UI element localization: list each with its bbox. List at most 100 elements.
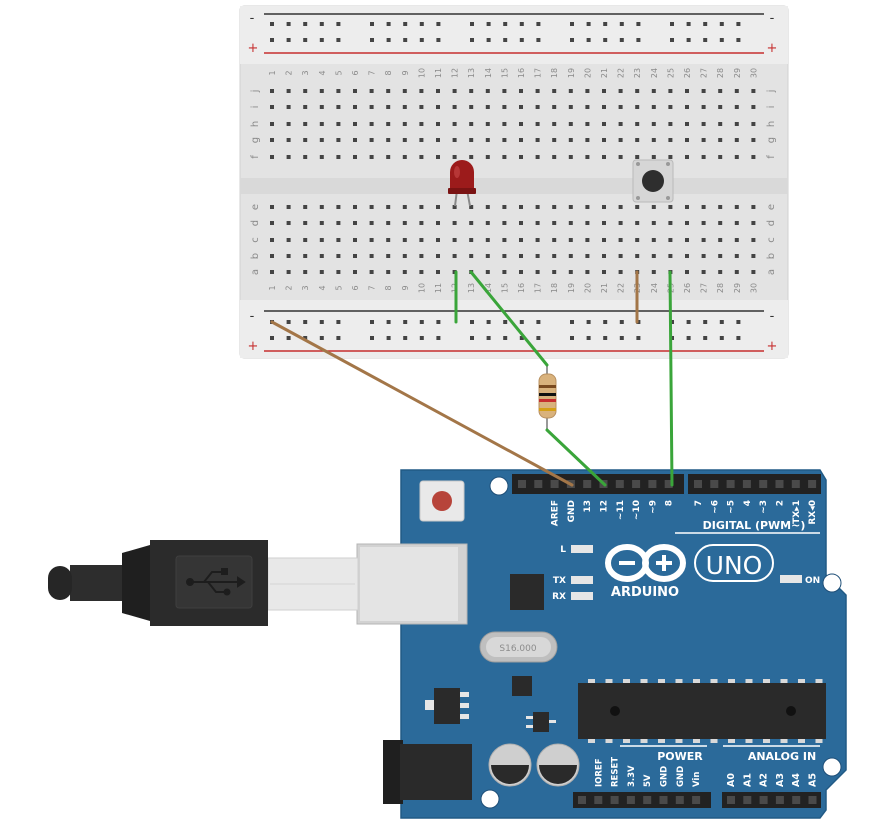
digital-pin-label: 8: [665, 500, 675, 506]
rail-hole: [419, 22, 424, 26]
column-number-top: 6: [351, 70, 360, 75]
row-letter: c: [250, 237, 261, 243]
analog-pin-label: A2: [759, 773, 770, 787]
chip-pin: [745, 679, 753, 683]
rail-hole: [470, 22, 474, 26]
breadboard-hole: [685, 238, 689, 242]
header-socket: [615, 480, 624, 488]
rail-hole: [386, 320, 391, 324]
breadboard-hole: [452, 221, 457, 225]
rail-hole: [270, 336, 274, 340]
digital-header-right[interactable]: [688, 474, 821, 494]
breadboard-hole: [402, 122, 407, 126]
breadboard-hole: [535, 221, 540, 225]
power-header[interactable]: [573, 792, 711, 808]
header-socket: [792, 796, 801, 804]
breadboard-hole: [303, 254, 308, 258]
breadboard-hole: [303, 138, 308, 142]
header-socket: [692, 796, 701, 804]
rail-hole: [570, 38, 574, 42]
chip-notch: [786, 706, 796, 716]
led-label-on: ON: [805, 576, 820, 586]
rail-hole: [319, 336, 324, 340]
breadboard-hole: [519, 89, 523, 93]
power-pin-label: 5V: [643, 774, 653, 787]
rail-hole: [719, 320, 724, 324]
breadboard-hole: [270, 270, 274, 274]
breadboard-hole: [286, 254, 291, 258]
power-jack[interactable]: [400, 744, 472, 800]
rail-hole: [470, 336, 474, 340]
breadboard-hole: [402, 155, 407, 159]
breadboard-hole: [436, 270, 440, 274]
analog-pin-label: A0: [726, 773, 737, 787]
breadboard-hole: [651, 238, 656, 242]
breadboard-hole: [552, 155, 557, 159]
breadboard-hole: [668, 238, 673, 242]
header-socket: [710, 480, 719, 488]
breadboard-hole: [303, 205, 308, 209]
row-letter: d: [250, 220, 261, 226]
usb-interface-chip: [510, 574, 544, 610]
wire-button-to-pin-8[interactable]: [668, 270, 674, 487]
rail-hole: [436, 38, 441, 42]
usb-b-port-face: [360, 547, 458, 621]
rail-hole: [336, 320, 341, 324]
breadboard-hole: [668, 122, 673, 126]
column-number-top: 13: [467, 68, 476, 78]
rail-hole: [370, 22, 374, 26]
rail-hole: [603, 38, 608, 42]
breadboard-hole: [718, 122, 723, 126]
rail-hole: [586, 22, 591, 26]
reset-button-cap[interactable]: [432, 491, 452, 511]
analog-pin-label: A3: [775, 773, 786, 787]
resistor[interactable]: [538, 365, 557, 430]
wire-led-to-resistor[interactable]: [469, 270, 549, 367]
digital-header-left[interactable]: [512, 474, 684, 494]
breadboard-hole: [402, 89, 407, 93]
breadboard-hole: [535, 254, 540, 258]
rail-hole: [519, 22, 524, 26]
breadboard-hole: [734, 138, 739, 142]
breadboard-hole: [602, 205, 606, 209]
rail-hole: [286, 320, 291, 324]
crystal-text: S16.000: [499, 644, 536, 654]
rail-hole: [536, 336, 541, 340]
breadboard-hole: [701, 89, 706, 93]
breadboard-hole: [734, 221, 739, 225]
column-number-bottom: 4: [318, 285, 327, 290]
breadboard-hole: [286, 238, 291, 242]
breadboard-hole: [519, 254, 523, 258]
rail-sign-top-left-plus: +: [248, 41, 259, 56]
analog-header[interactable]: [722, 792, 821, 808]
rail-hole: [686, 320, 691, 324]
rail-hole: [403, 38, 408, 42]
breadboard-hole: [353, 221, 357, 225]
breadboard-hole: [452, 105, 457, 109]
rail-hole: [370, 336, 374, 340]
breadboard-hole: [319, 155, 324, 159]
mount-hole: [822, 573, 842, 593]
column-number-bottom: 26: [683, 283, 692, 293]
wire-resistor-to-pin-12[interactable]: [545, 428, 607, 487]
rail-hole: [319, 22, 324, 26]
breadboard-hole: [386, 205, 391, 209]
header-socket: [743, 796, 752, 804]
rail-hole: [536, 38, 541, 42]
led[interactable]: [448, 160, 476, 207]
breadboard-hole: [635, 122, 640, 126]
chip-pin: [728, 679, 735, 683]
breadboard-hole: [452, 238, 457, 242]
breadboard-hole: [668, 254, 673, 258]
column-number-top: 20: [583, 68, 592, 78]
rail-hole: [703, 38, 708, 42]
regulator-pin: [460, 692, 469, 697]
push-button[interactable]: [632, 159, 674, 203]
chip-pin: [693, 739, 700, 743]
column-number-bottom: 1: [268, 285, 277, 290]
column-number-top: 27: [700, 68, 709, 78]
chip-pin: [640, 679, 648, 683]
wire-ground-rail-to-gnd[interactable]: [270, 320, 574, 487]
chip-pin: [763, 739, 770, 743]
breadboard-hole: [552, 89, 557, 93]
